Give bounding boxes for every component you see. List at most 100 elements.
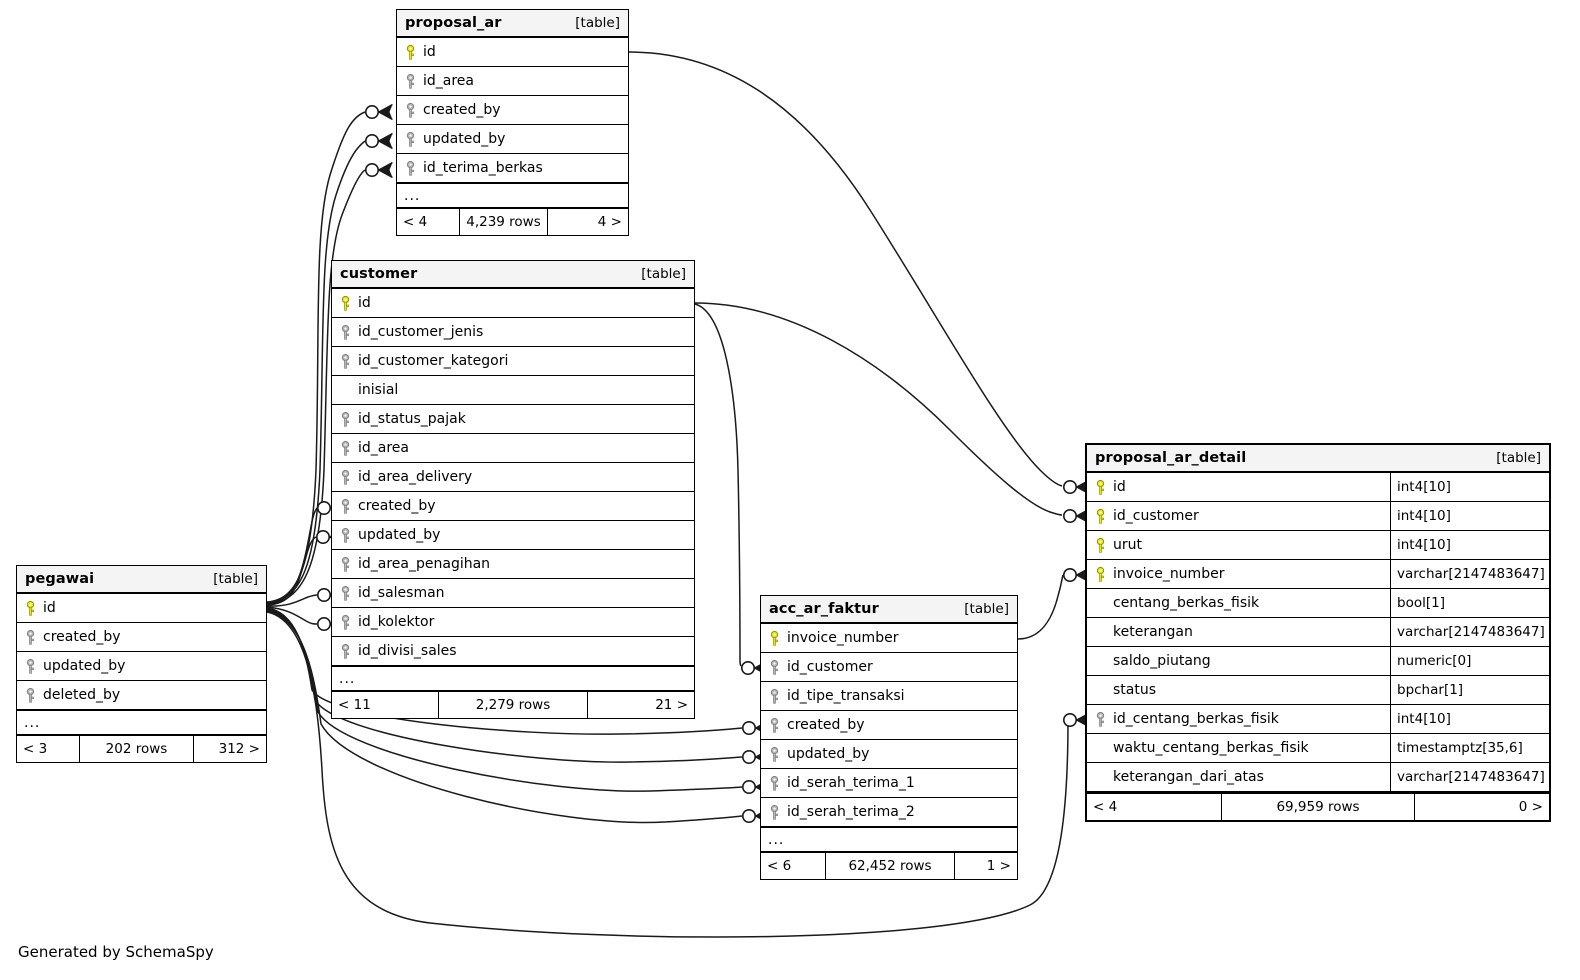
column-row[interactable]: deleted_by — [17, 681, 266, 710]
column-row[interactable]: id_area — [397, 67, 628, 96]
column-row[interactable]: id_kolektor — [332, 608, 694, 637]
column-name-cell: waktu_centang_berkas_fisik — [1087, 740, 1390, 756]
more-columns-ellipsis[interactable]: ... — [332, 666, 694, 692]
column-row[interactable]: id_terima_berkas — [397, 154, 628, 183]
more-columns-ellipsis[interactable]: ... — [761, 827, 1017, 853]
column-name-cell: id_area_penagihan — [332, 556, 694, 572]
column-type: int4[10] — [1390, 502, 1556, 530]
column-name-cell: id_salesman — [332, 585, 694, 601]
column-row[interactable]: id_customer_jenis — [332, 318, 694, 347]
column-row[interactable]: created_by — [761, 711, 1017, 740]
foreign-key-icon — [24, 629, 37, 645]
more-columns-ellipsis[interactable]: ... — [17, 710, 266, 736]
outgoing-relations-count[interactable]: 312 > — [218, 741, 260, 757]
column-name-cell: updated_by — [761, 746, 1017, 762]
column-row[interactable]: id_serah_terima_2 — [761, 798, 1017, 827]
table-type-tag: [table] — [641, 266, 686, 282]
column-name-cell: id_customer_kategori — [332, 353, 694, 369]
column-name-cell: invoice_number — [761, 630, 1017, 646]
column-row[interactable]: id_area_penagihan — [332, 550, 694, 579]
column-row[interactable]: inisial — [332, 376, 694, 405]
column-label: id_terima_berkas — [423, 160, 543, 176]
column-name-cell: id — [397, 44, 628, 60]
column-row[interactable]: created_by — [397, 96, 628, 125]
outgoing-relations-count[interactable]: 21 > — [655, 697, 688, 713]
table-title: customer — [340, 266, 418, 282]
column-label: id_tipe_transaksi — [787, 688, 905, 704]
column-label: keterangan — [1113, 624, 1193, 640]
incoming-relations-count[interactable]: < 4 — [403, 214, 428, 230]
column-row[interactable]: id — [332, 289, 694, 318]
schemaspy-credit: Generated by SchemaSpy — [18, 943, 214, 961]
column-name-cell: invoice_number — [1087, 566, 1390, 582]
primary-key-icon — [1094, 508, 1107, 524]
column-name-cell: status — [1087, 682, 1390, 698]
column-name-cell: updated_by — [397, 131, 628, 147]
column-name-cell: id_customer — [1087, 508, 1390, 524]
table-header-customer: customer [table] — [332, 261, 694, 289]
outgoing-relations-count[interactable]: 4 > — [597, 214, 622, 230]
column-row[interactable]: id_salesman — [332, 579, 694, 608]
column-row[interactable]: id_area — [332, 434, 694, 463]
incoming-relations-count[interactable]: < 3 — [23, 741, 48, 757]
column-label: id_serah_terima_1 — [787, 775, 915, 791]
column-row[interactable]: invoice_number — [761, 624, 1017, 653]
column-row[interactable]: id_status_pajak — [332, 405, 694, 434]
column-row[interactable]: updated_by — [17, 652, 266, 681]
incoming-relations-count[interactable]: < 4 — [1093, 799, 1118, 815]
column-row[interactable]: id_divisi_sales — [332, 637, 694, 666]
column-label: created_by — [423, 102, 501, 118]
column-name-cell: updated_by — [332, 527, 694, 543]
column-label: id_divisi_sales — [358, 643, 457, 659]
foreign-key-icon — [339, 527, 352, 543]
column-row[interactable]: id_area_delivery — [332, 463, 694, 492]
column-name-cell: updated_by — [17, 658, 266, 674]
column-label: keterangan_dari_atas — [1113, 769, 1264, 785]
foreign-key-icon — [339, 556, 352, 572]
column-type: varchar[2147483647] — [1390, 763, 1556, 791]
foreign-key-icon — [339, 585, 352, 601]
row-count: 2,279 rows — [438, 692, 588, 718]
column-label: id_customer — [1113, 508, 1199, 524]
table-customer[interactable]: customer [table] id id_customer_jenis id_cus… — [331, 260, 695, 719]
column-name-cell: id_kolektor — [332, 614, 694, 630]
column-type: varchar[2147483647] — [1390, 618, 1556, 646]
column-row[interactable]: id — [17, 594, 266, 623]
column-row[interactable]: id_customer — [761, 653, 1017, 682]
column-row[interactable]: id_tipe_transaksi — [761, 682, 1017, 711]
column-row[interactable]: id_customer_kategori — [332, 347, 694, 376]
incoming-relations-count[interactable]: < 6 — [767, 858, 792, 874]
column-name-cell: id — [332, 295, 694, 311]
column-row[interactable]: updated_by — [332, 521, 694, 550]
column-row[interactable]: updated_by — [397, 125, 628, 154]
column-row[interactable]: created_by — [17, 623, 266, 652]
column-name-cell: id_customer — [761, 659, 1017, 675]
outgoing-relations-count[interactable]: 1 > — [986, 858, 1011, 874]
column-name-cell: id_divisi_sales — [332, 643, 694, 659]
column-row[interactable]: id_serah_terima_1 — [761, 769, 1017, 798]
column-row[interactable]: id — [397, 38, 628, 67]
incoming-relations-count[interactable]: < 11 — [338, 697, 371, 713]
column-row[interactable]: updated_by — [761, 740, 1017, 769]
column-name-cell: centang_berkas_fisik — [1087, 595, 1390, 611]
column-row[interactable]: created_by — [332, 492, 694, 521]
outgoing-relations-count[interactable]: 0 > — [1518, 799, 1543, 815]
more-columns-ellipsis[interactable]: ... — [397, 183, 628, 209]
column-name-cell: id_serah_terima_2 — [761, 804, 1017, 820]
